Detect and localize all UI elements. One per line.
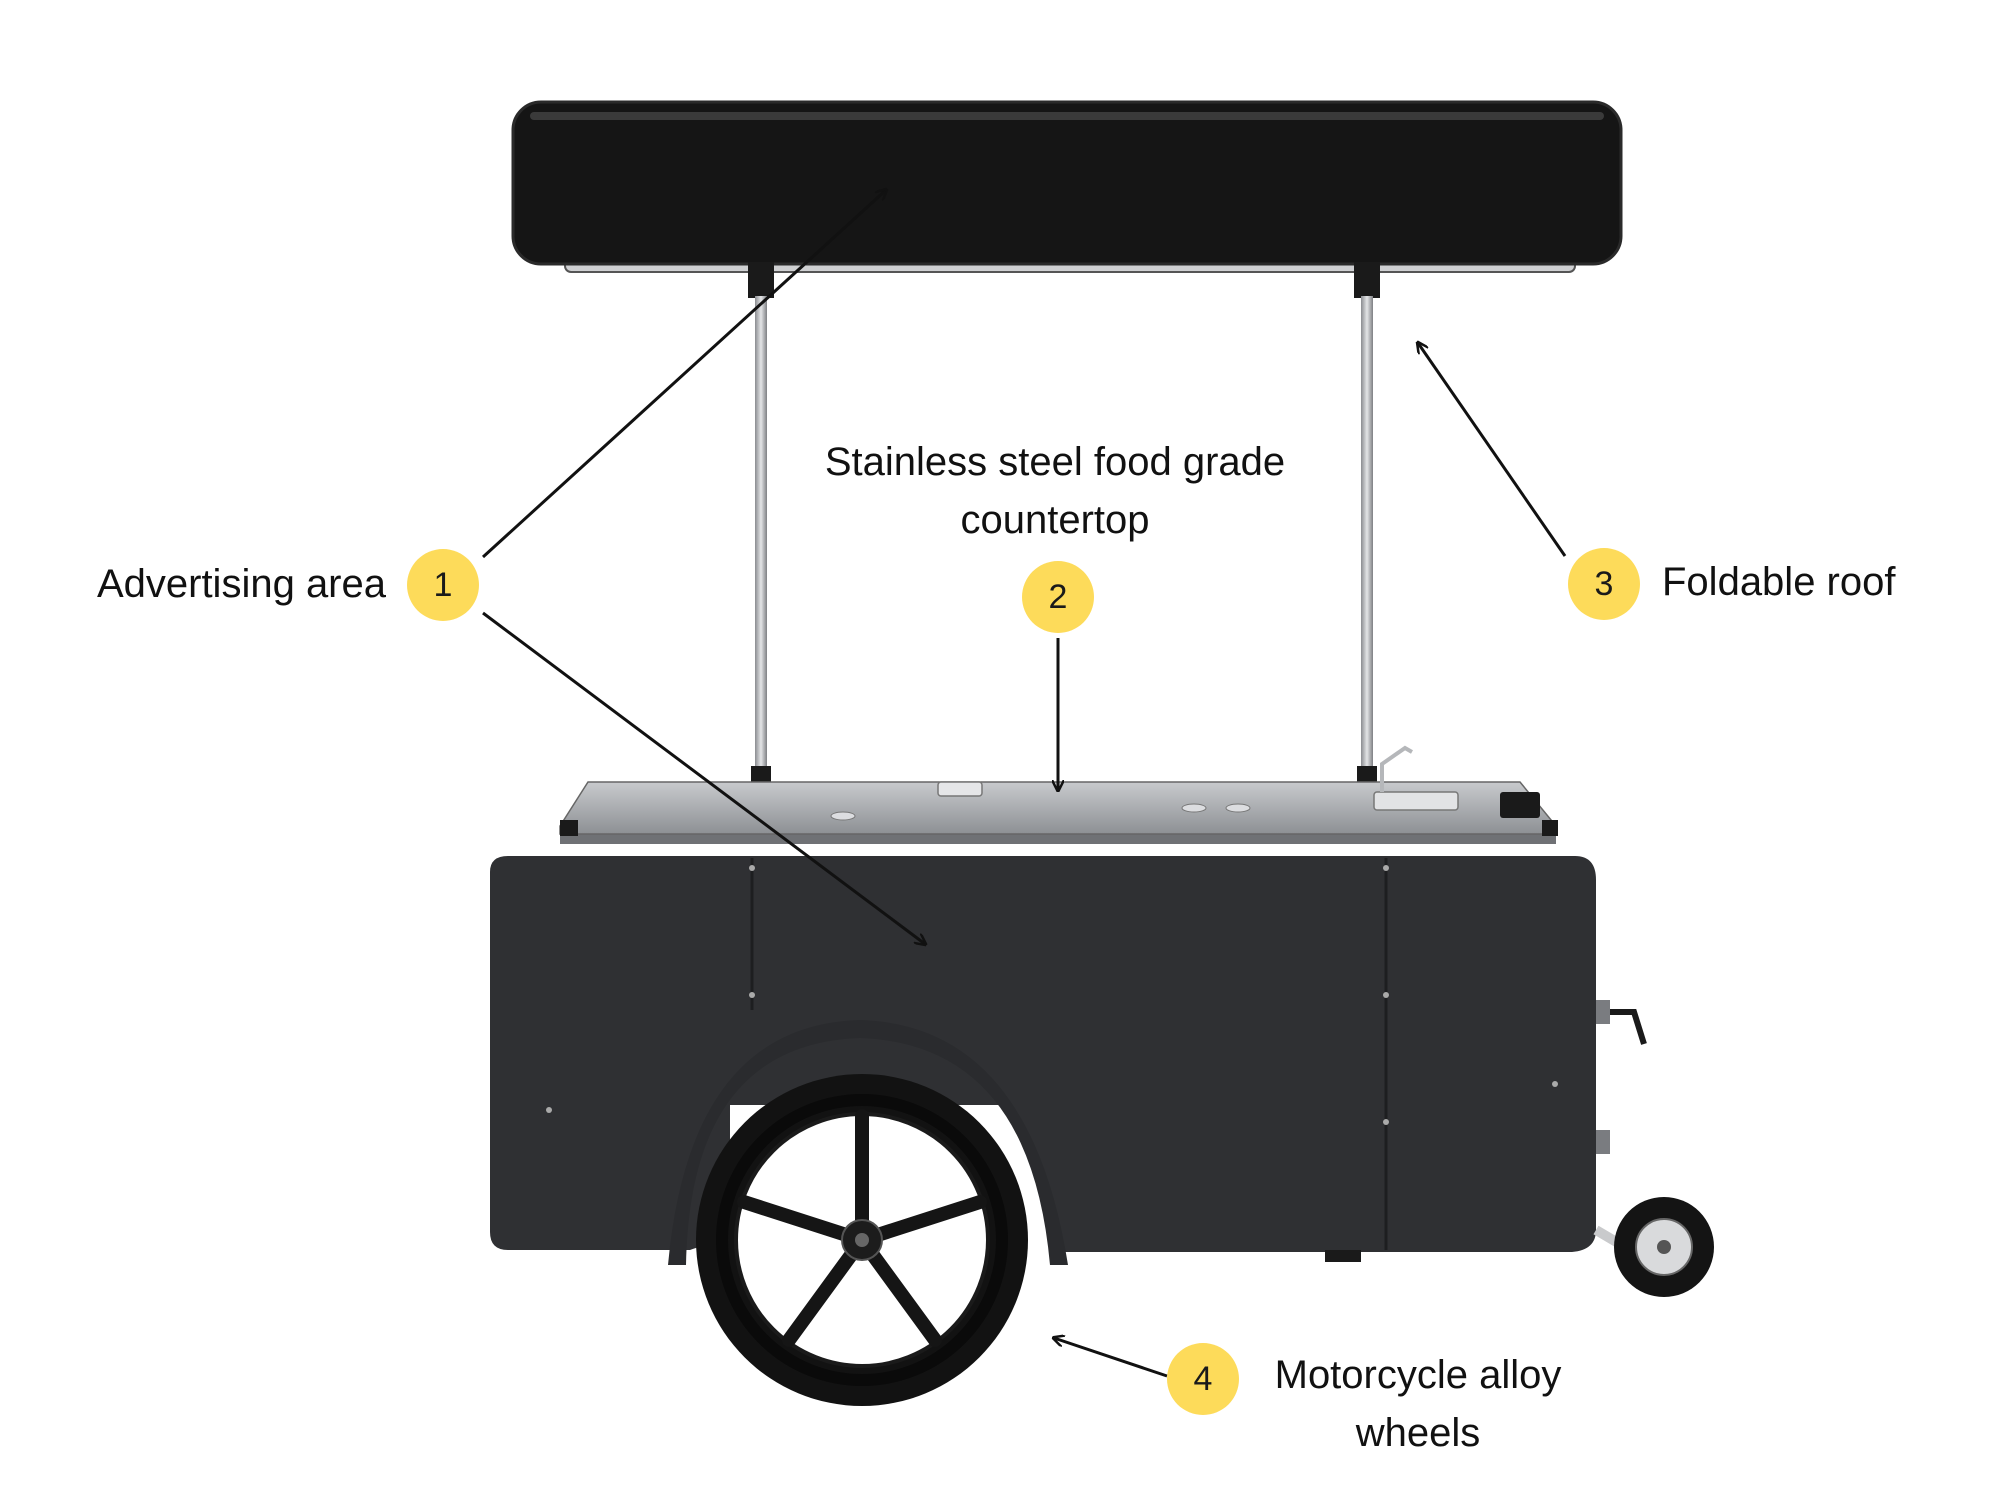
panel-screw: [1552, 1081, 1558, 1087]
panel-screw: [1383, 1119, 1389, 1125]
main-wheel: [668, 1020, 1068, 1406]
callout-label-line: Advertising area: [96, 562, 386, 606]
callout-label-line: countertop: [960, 498, 1150, 542]
countertop-socket: [1500, 792, 1540, 818]
canopy-highlight: [530, 112, 1604, 120]
panel-screw: [546, 1107, 552, 1113]
cart-bottom-latch: [1325, 1250, 1361, 1262]
countertop-hole: [830, 811, 856, 821]
callout-badge-2: 2: [1022, 561, 1094, 633]
rim: [716, 1094, 1008, 1386]
pole-right: [1361, 296, 1373, 776]
callout-label-line: Motorcycle alloy: [1274, 1353, 1562, 1397]
canopy-bracket-left: [748, 262, 774, 298]
arrow-alloy-wheels: [1054, 1338, 1168, 1378]
canopy-bracket-right: [1354, 262, 1380, 298]
panel-screw: [1383, 992, 1389, 998]
callout-badge-1: 1: [407, 549, 479, 621]
countertop-well: [937, 781, 983, 797]
callout-badge-4: 4: [1167, 1343, 1239, 1415]
arrow-foldable-roof: [1418, 343, 1567, 557]
countertop: [559, 745, 1558, 844]
callout-label-line: wheels: [1355, 1411, 1481, 1455]
callout-label-alloy-wheels: Motorcycle alloy wheels: [1275, 1346, 1562, 1462]
panel-screw: [1383, 865, 1389, 871]
wheel-hub-cap: [855, 1233, 869, 1247]
callout-label-countertop: Stainless steel food grade countertop: [825, 433, 1285, 549]
callout-label-advertising-area: Advertising area: [97, 555, 386, 613]
pole-left: [755, 296, 767, 776]
countertop-corner-right: [1542, 820, 1558, 836]
countertop-hole: [1225, 803, 1251, 813]
canopy-panel: [511, 100, 1623, 266]
countertop-faucet: [1380, 745, 1413, 792]
panel-screw: [749, 865, 755, 871]
cart-body: [490, 856, 1596, 1262]
callout-badge-3: 3: [1568, 548, 1640, 620]
countertop-corner-left: [560, 820, 578, 836]
arrow-advertising-canopy: [481, 190, 886, 559]
panel-screw: [749, 992, 755, 998]
callout-label-line: Foldable roof: [1662, 560, 1896, 604]
jockey-wheel: [1593, 1197, 1714, 1297]
callout-label-foldable-roof: Foldable roof: [1662, 553, 1895, 611]
canopy: [511, 100, 1623, 298]
callout-label-line: Stainless steel food grade: [824, 440, 1286, 484]
side-handle: [1596, 1000, 1647, 1154]
countertop-hole: [1181, 803, 1207, 813]
cart-body-panel: [490, 856, 1596, 1252]
countertop-sink: [1373, 791, 1459, 811]
arrow-advertising-body: [482, 611, 925, 944]
callout-arrows: [481, 190, 1567, 1378]
